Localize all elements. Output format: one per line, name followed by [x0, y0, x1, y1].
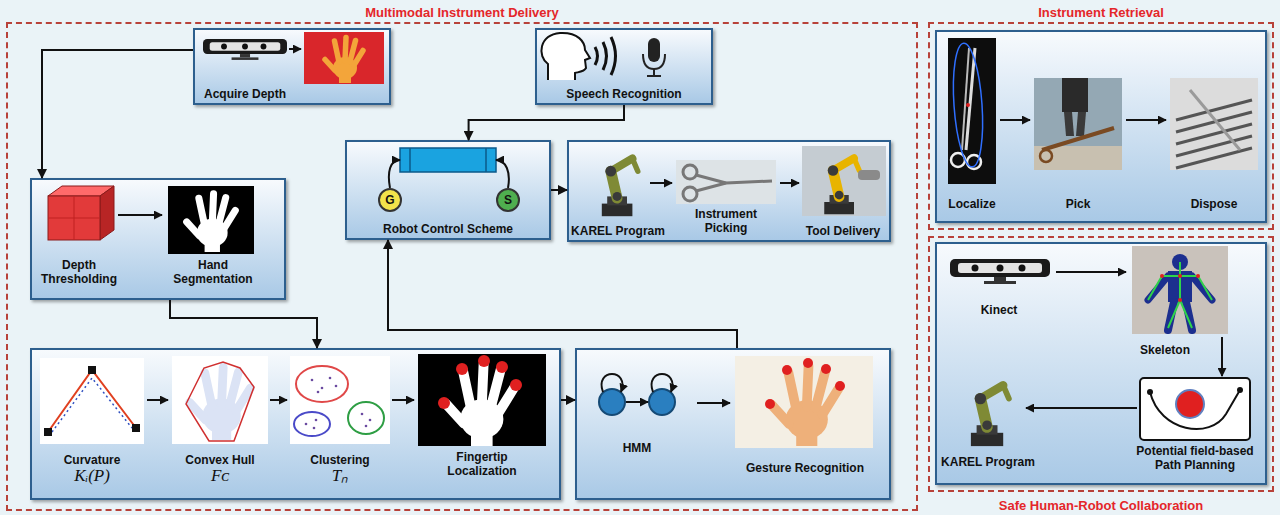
- math-symbol: Kᵢ(P): [74, 466, 110, 486]
- caption: Convex Hull: [185, 453, 254, 467]
- mode-letter: S: [504, 193, 512, 207]
- text-slot: HMM: [597, 438, 677, 456]
- text-slot: Convex Hull: [170, 450, 270, 468]
- text-slot: Kinect: [949, 300, 1049, 318]
- mode-letter: G: [385, 193, 394, 207]
- process-panel: Depth Thresholding Hand Segmentation: [30, 178, 286, 300]
- text-slot: Safe Human-Robot Collaboration: [928, 496, 1274, 514]
- region-frame: Instrument RetrievalLocalizePickDispose: [928, 22, 1274, 230]
- text-slot: Fingertip Localization: [432, 450, 532, 479]
- text-slot: Hand Segmentation: [167, 258, 259, 287]
- region-title: Instrument Retrieval: [1038, 5, 1164, 20]
- caption: Skeleton: [1140, 343, 1190, 357]
- caption: Potential field-based Path Planning: [1133, 444, 1257, 472]
- caption: Speech Recognition: [566, 87, 681, 101]
- caption: Pick: [1066, 197, 1091, 211]
- process-panel: CurvatureKᵢ(P) Convex HullFᴄ ClusteringTₙ F…: [30, 348, 561, 500]
- text-slot: Instrument Retrieval: [928, 3, 1274, 21]
- caption: Curvature: [64, 453, 121, 467]
- text-slot: Clustering: [290, 450, 390, 468]
- text-slot: Tₙ: [290, 466, 390, 486]
- text-slot: Skeleton: [1125, 340, 1205, 358]
- process-panel: KAREL Program Instrument PickingTool Deli…: [567, 140, 891, 242]
- text-slot: KAREL Program: [570, 221, 666, 239]
- region-frame: Multimodal Instrument DeliveryAcquire De…: [6, 22, 918, 511]
- region-title: Safe Human-Robot Collaboration: [999, 498, 1203, 513]
- process-panel: Acquire Depth: [193, 28, 391, 105]
- caption: Fingertip Localization: [432, 450, 532, 478]
- caption: Robot Control Scheme: [383, 222, 513, 236]
- flow-arrow: [42, 50, 193, 178]
- caption: Clustering: [310, 453, 369, 467]
- process-panel: Localize Pick Dispose: [935, 30, 1267, 223]
- caption: KAREL Program: [571, 224, 665, 238]
- region-frame: Safe Human-Robot CollaborationKinectSkel…: [928, 236, 1274, 492]
- math-symbol: Tₙ: [332, 466, 348, 486]
- caption: Depth Thresholding: [33, 258, 125, 286]
- process-panel: Speech Recognition: [535, 28, 713, 105]
- caption: Localize: [948, 197, 995, 211]
- text-slot: Potential field-based Path Planning: [1133, 444, 1257, 473]
- process-panel: HMM Gesture Recognition: [575, 348, 891, 500]
- region-title: Multimodal Instrument Delivery: [365, 5, 559, 20]
- text-slot: Pick: [1038, 194, 1118, 212]
- caption: Tool Delivery: [806, 224, 880, 238]
- flow-arrow: [388, 240, 737, 348]
- text-slot: Speech Recognition: [559, 84, 689, 102]
- caption: Dispose: [1191, 197, 1238, 211]
- flow-arrow: [469, 105, 624, 140]
- text-slot: Kᵢ(P): [42, 466, 142, 486]
- flow-arrow: [561, 399, 575, 401]
- mode-circle: S: [496, 188, 520, 212]
- process-panel: KinectSkeletonKAREL Program Potential fie…: [935, 242, 1267, 485]
- text-slot: Robot Control Scheme: [356, 219, 540, 237]
- text-slot: Multimodal Instrument Delivery: [6, 3, 918, 21]
- caption: HMM: [623, 441, 652, 455]
- caption: Instrument Picking: [676, 207, 776, 235]
- caption: Kinect: [981, 303, 1018, 317]
- flow-arrow: [170, 300, 317, 348]
- text-slot: G: [380, 190, 400, 210]
- math-symbol: Fᴄ: [211, 466, 229, 486]
- text-slot: Localize: [937, 194, 1007, 212]
- process-panel: Robot Control Scheme G S: [345, 140, 551, 240]
- text-slot: S: [498, 190, 518, 210]
- text-slot: Instrument Picking: [676, 207, 776, 236]
- caption: Acquire Depth: [204, 87, 286, 101]
- caption: Hand Segmentation: [167, 258, 259, 286]
- text-slot: Gesture Recognition: [725, 458, 885, 476]
- mode-circle: G: [378, 188, 402, 212]
- text-slot: Acquire Depth: [196, 84, 294, 102]
- text-slot: Fᴄ: [170, 466, 270, 486]
- text-slot: KAREL Program: [939, 452, 1037, 470]
- flow-arrow: [551, 189, 567, 191]
- caption: KAREL Program: [941, 455, 1035, 469]
- text-slot: Curvature: [42, 450, 142, 468]
- text-slot: Tool Delivery: [798, 221, 888, 239]
- caption: Gesture Recognition: [746, 461, 864, 475]
- text-slot: Dispose: [1174, 194, 1254, 212]
- text-slot: Depth Thresholding: [33, 258, 125, 287]
